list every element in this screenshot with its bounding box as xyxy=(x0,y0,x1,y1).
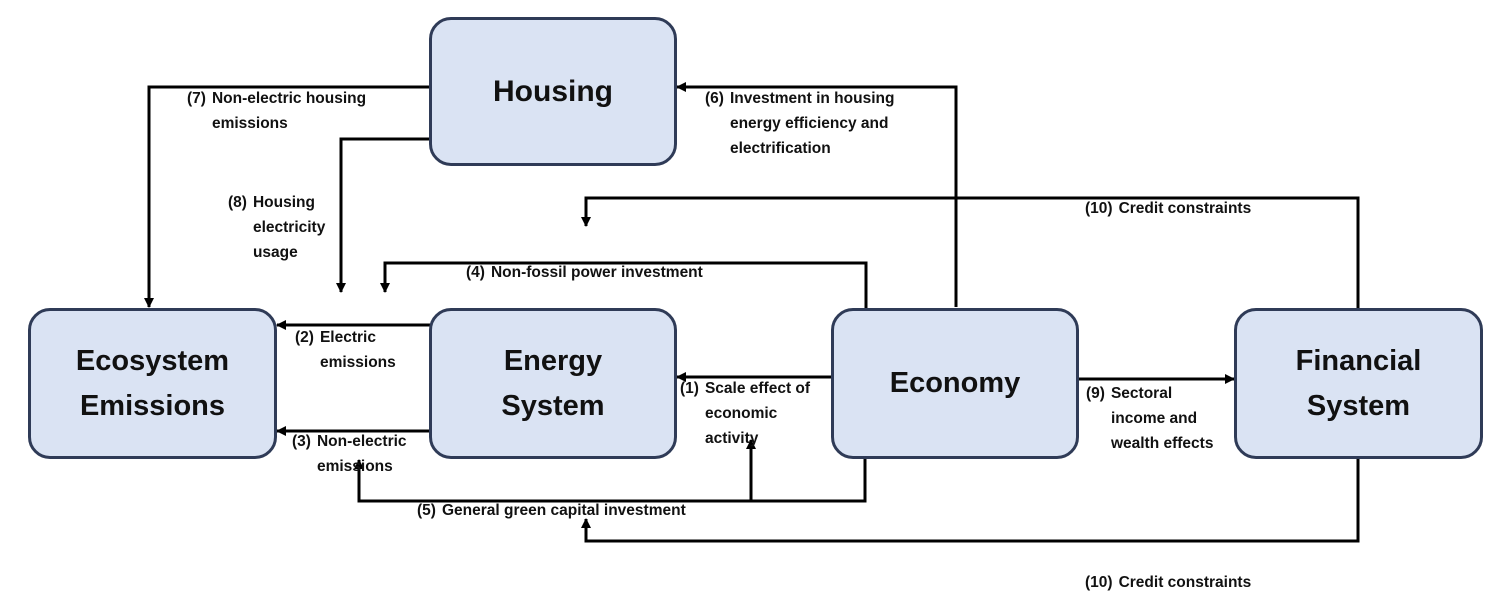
node-economy: Economy xyxy=(831,308,1079,459)
edge-4-label: (4) Non-fossil power investment xyxy=(466,235,703,285)
edge-8-text: Housing electricity usage xyxy=(252,194,326,261)
edge-8-number: (8) xyxy=(228,194,247,211)
edge-10-bottom-label: (10) Credit constraints xyxy=(1085,545,1251,595)
edge-8-label: (8) Housing electricity usage xyxy=(228,165,325,265)
node-housing: Housing xyxy=(429,17,677,166)
node-ecosystem-emissions: Ecosystem Emissions xyxy=(28,308,277,459)
edge-10-top-text: Credit constraints xyxy=(1118,200,1252,217)
edge-10-top-number: (10) xyxy=(1085,200,1113,217)
edge-7-arrow xyxy=(144,85,430,308)
edge-2-label: (2) Electric emissions xyxy=(295,300,396,375)
edge-1-text: Scale effect of economic activity xyxy=(704,380,811,447)
node-energy-system: Energy System xyxy=(429,308,677,459)
edge-7-label: (7) Non-electric housing emissions xyxy=(187,61,366,136)
edge-4-number: (4) xyxy=(466,264,485,281)
edge-3-text: Non-electric emissions xyxy=(316,433,407,475)
edge-6-text: Investment in housing energy efficiency … xyxy=(729,90,895,157)
edge-10-top-arrow xyxy=(581,196,1360,308)
edge-6-label: (6) Investment in housing energy efficien… xyxy=(705,61,894,161)
edge-7-number: (7) xyxy=(187,90,206,107)
edge-5-number: (5) xyxy=(417,502,436,519)
edge-9-text: Sectoral income and wealth effects xyxy=(1110,385,1214,452)
edge-5-text: General green capital investment xyxy=(441,502,686,519)
edge-10-bottom-arrow xyxy=(581,458,1360,543)
edge-1-number: (1) xyxy=(680,380,699,397)
edge-6-number: (6) xyxy=(705,90,724,107)
edge-3-label: (3) Non-electric emissions xyxy=(292,404,407,479)
edge-10-bottom-number: (10) xyxy=(1085,574,1113,591)
edge-4-text: Non-fossil power investment xyxy=(490,264,703,281)
edge-5-arrow xyxy=(354,456,867,503)
edge-9-number: (9) xyxy=(1086,385,1105,402)
edge-10-top-label: (10) Credit constraints xyxy=(1085,171,1251,221)
edge-10-bottom-text: Credit constraints xyxy=(1118,574,1252,591)
edge-2-number: (2) xyxy=(295,329,314,346)
edge-8-arrow xyxy=(336,137,430,293)
edge-5-label: (5) General green capital investment xyxy=(417,473,686,523)
edge-9-label: (9) Sectoral income and wealth effects xyxy=(1086,356,1213,456)
edge-2-text: Electric emissions xyxy=(319,329,396,371)
edge-4-arrow xyxy=(380,261,868,308)
edge-1-label: (1) Scale effect of economic activity xyxy=(680,351,810,451)
edge-6-arrow xyxy=(676,82,958,307)
edge-7-text: Non-electric housing emissions xyxy=(211,90,367,132)
edge-3-number: (3) xyxy=(292,433,311,450)
node-financial-system: Financial System xyxy=(1234,308,1483,459)
